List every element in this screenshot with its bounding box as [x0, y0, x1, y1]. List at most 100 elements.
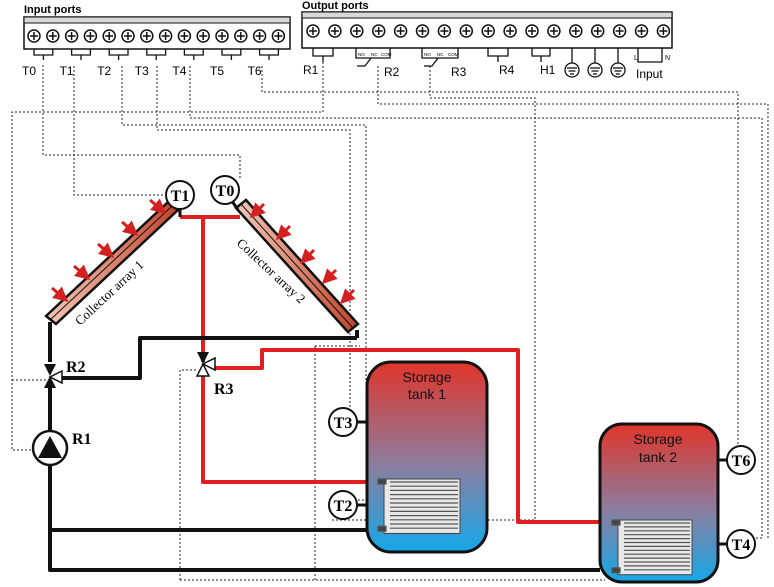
tank-1-label-line2: tank 1 [408, 386, 446, 402]
output-screw-icon [328, 24, 342, 38]
sensor-t6: T6 [718, 445, 756, 475]
pump-r1-label: R1 [72, 431, 92, 448]
valve-r2-label: R2 [66, 359, 86, 376]
sensor-t2: T2 [328, 490, 367, 520]
sun-ray-arrow [121, 220, 139, 236]
output-screw-icon [590, 24, 605, 38]
sun-ray-arrow [73, 264, 91, 280]
output-terminal-brackets [312, 48, 663, 67]
input-terminal-block: T0 T1 T2 T3 T4 T5 T6 [22, 16, 291, 78]
output-terminal-block [301, 11, 673, 49]
output-screw-icon [569, 24, 583, 38]
storage-tank-2 [598, 422, 720, 584]
input-screw-icon [252, 29, 267, 43]
tank-2-label-line1: Storage [633, 431, 682, 447]
sensor-t1: T1 [165, 180, 195, 217]
input-screw-icon [215, 29, 229, 43]
output-screw-icon [481, 24, 495, 38]
ground-icon [587, 62, 603, 78]
input-port-label: T3 [135, 64, 149, 78]
output-ports-title: Output ports [302, 0, 369, 12]
output-screw-icon [525, 24, 539, 38]
input-screw-icon [177, 29, 192, 43]
output-screw-icon [371, 24, 386, 38]
output-label-h1: H1 [540, 63, 556, 77]
sun-ray-arrow [249, 202, 266, 219]
output-screw-icon [415, 24, 430, 38]
sensor-label-t4: T4 [732, 537, 751, 554]
input-screw-icon [27, 29, 41, 43]
relay-nc-label-r3: NC [437, 52, 444, 57]
valve-r2 [44, 364, 63, 388]
sensor-label-t3: T3 [334, 415, 353, 432]
tank-2-label-line2: tank 2 [639, 449, 677, 465]
output-label-l: L [634, 55, 638, 62]
output-screw-icon [350, 24, 364, 38]
collector-array-2 [234, 198, 360, 334]
sensor-t3: T3 [328, 407, 367, 437]
input-screw-icon [83, 29, 98, 43]
input-screw-icon [46, 29, 60, 43]
input-screw-icon [102, 29, 116, 43]
input-screw-icon [271, 29, 286, 43]
input-screw-icon [140, 29, 154, 43]
cold-pipes [48, 322, 600, 572]
input-ports-title: Input ports [24, 4, 81, 16]
sun-ray-arrow [97, 242, 115, 258]
ground-icon [610, 62, 626, 78]
sensor-label-t2: T2 [334, 498, 353, 515]
sun-ray-arrow [149, 198, 167, 214]
output-screw-icon [306, 24, 320, 38]
sun-ray-arrow [321, 268, 338, 285]
relay-no-label-r3: NO [424, 52, 431, 57]
sensor-label-t0: T0 [216, 183, 235, 200]
sun-ray-arrow [275, 224, 292, 241]
input-screw-icon [196, 29, 210, 43]
ground-symbols [564, 62, 626, 78]
output-screw-icon [503, 24, 517, 38]
input-port-label: T0 [22, 64, 36, 78]
valve-r3-label: R3 [214, 381, 234, 398]
relay-no-label-r2: NO [358, 52, 365, 57]
sensor-label-t1: T1 [171, 188, 190, 205]
input-port-label: T4 [172, 64, 186, 78]
sensor-t4: T4 [718, 529, 756, 559]
input-screw-icon [158, 29, 173, 43]
storage-tank-1 [365, 360, 489, 554]
input-port-label: T6 [248, 64, 262, 78]
input-screw-icon [121, 29, 135, 43]
output-screw-icon [634, 24, 649, 38]
ground-icon [564, 62, 580, 78]
output-label-r2: R2 [384, 65, 400, 79]
output-screw-icon [437, 24, 452, 38]
output-screw-icon [612, 24, 627, 38]
output-label-r4: R4 [499, 63, 515, 77]
input-port-label: T5 [210, 64, 224, 78]
sun-ray-arrow [299, 248, 316, 265]
output-label-n: N [665, 55, 670, 62]
output-label-r1: R1 [303, 63, 319, 77]
output-screw-icon [459, 24, 474, 38]
output-screw-icon [656, 24, 671, 38]
sun-arrows [51, 198, 356, 305]
relay-com-label-r2: COM [381, 52, 392, 57]
input-port-label: T1 [60, 64, 74, 78]
sun-ray-arrow [339, 288, 356, 305]
valve-r3 [195, 352, 216, 377]
output-label-r3: R3 [451, 65, 467, 79]
pump-r1 [31, 429, 69, 467]
output-screw-icon [393, 24, 408, 38]
tank-1-label-line1: Storage [402, 369, 451, 385]
sun-ray-arrow [51, 286, 69, 302]
relay-com-label-r3: COM [448, 52, 459, 57]
collector-array-1 [44, 200, 180, 326]
input-screw-icon [234, 29, 248, 43]
input-screw-icon [64, 29, 79, 43]
output-label-input: Input [636, 67, 663, 81]
input-port-label: T2 [97, 64, 111, 78]
output-screw-icon [547, 24, 561, 38]
relay-nc-label-r2: NC [371, 52, 378, 57]
sensor-t0: T0 [210, 175, 240, 211]
sensor-label-t6: T6 [732, 453, 751, 470]
